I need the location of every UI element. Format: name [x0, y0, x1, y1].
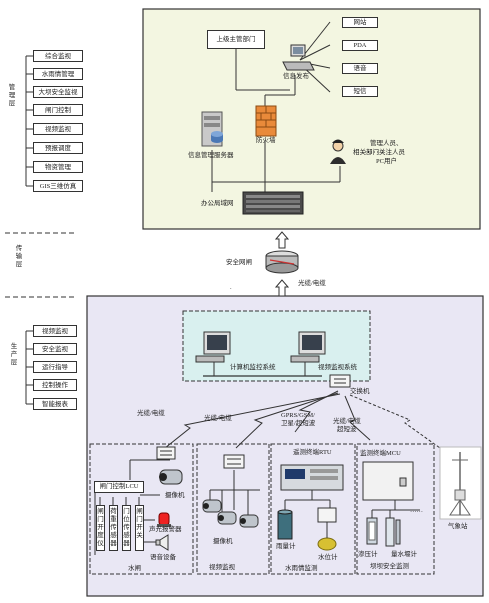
gate-control-box: 闸门控制LCU [94, 481, 144, 493]
layer-transport: 传输层 [15, 245, 23, 268]
water-net-label: 水闸 [128, 565, 141, 572]
publish-pc-icon [282, 44, 315, 71]
gate-unit-2: 门位传感器 [122, 505, 131, 551]
server-icon [201, 111, 223, 147]
rain-gauge-icon [277, 509, 293, 540]
video-area [196, 443, 270, 575]
speaker-icon [155, 534, 169, 551]
prod-func-3: 控制操作 [33, 379, 77, 391]
video-monitor-icon [290, 331, 326, 363]
publish-target-3: 短信 [342, 86, 378, 97]
link-label-3a: GPRS/GSM/ [281, 412, 315, 419]
video-switch-icon [223, 454, 245, 469]
transport-link-label: 光缆/电缆 [298, 280, 326, 287]
weir-gauge-icon [385, 517, 401, 547]
mcu-device-icon [362, 461, 414, 501]
video-area-label: 视频监视 [209, 564, 235, 571]
publish-target-1: PDA [342, 40, 378, 51]
cctv-camera-icon-2 [217, 511, 237, 525]
rtu-device-icon [280, 464, 344, 491]
layer-production: 生产层 [10, 343, 18, 366]
cctv-camera-label: 摄像机 [213, 538, 233, 545]
mgmt-func-5: 预报调度 [33, 142, 83, 154]
water-gate-area [89, 443, 194, 575]
prod-func-1: 安全监视 [33, 343, 77, 355]
weather-label: 气象站 [448, 523, 468, 530]
weather-station-icon [439, 446, 482, 520]
gateway-label: 安全网闸 [226, 259, 252, 266]
publish-target-2: 语音 [342, 63, 378, 74]
computer-monitor-label: 计算机监控系统 [230, 364, 276, 371]
gate-camera-label: 摄像机 [165, 492, 185, 499]
weir-label: 量水堰计 [391, 551, 417, 558]
gate-switch-icon [156, 446, 176, 460]
transport-arrow-up-2 [274, 279, 290, 297]
users-label-3: PC用户 [376, 158, 397, 165]
mgmt-func-7: GIS三维仿真 [33, 180, 83, 192]
transport-dot: . [230, 284, 232, 291]
lan-label: 办公局域网 [201, 200, 234, 207]
speaker-label: 语音设备 [150, 554, 176, 561]
management-area [142, 8, 481, 230]
cctv-camera-icon-3 [239, 514, 259, 528]
switch-label: 交换机 [350, 388, 370, 395]
alarm-label: 声光报警器 [149, 526, 182, 533]
rain-gauge-label: 雨量计 [276, 543, 296, 550]
link-label-4a: 光缆/电缆 [333, 418, 361, 425]
water-level-icon [317, 507, 337, 551]
gate-unit-0: 闸门开度仪 [96, 505, 105, 551]
seepage-gauge-icon [366, 517, 378, 545]
superior-dept-box: 上级主管部门 [207, 30, 265, 49]
info-publish-label: 信息发布 [283, 73, 309, 80]
gate-unit-3: 闸门开关 [135, 505, 144, 551]
users-label-2: 相关部门关注人员 [353, 149, 405, 156]
dam-area [356, 443, 435, 575]
seepage-label: 渗压计 [358, 551, 378, 558]
publish-target-0: 网站 [342, 17, 378, 28]
link-label-3b: 卫星/超短波 [281, 420, 316, 427]
server-label: 信息管理服务器 [188, 152, 234, 159]
alarm-icon [157, 512, 171, 527]
firewall-icon [255, 105, 277, 137]
users-label-1: 管理人员、 [370, 140, 403, 147]
layer-management: 管理层 [8, 84, 16, 107]
mgmt-func-6: 物资管理 [33, 161, 83, 173]
mgmt-func-2: 大坝安全监视 [33, 86, 83, 98]
link-label-4b: 超短波 [337, 426, 357, 433]
prod-func-2: 运行指导 [33, 361, 77, 373]
mgmt-func-1: 水雨情管理 [33, 68, 83, 80]
video-monitor-label: 视频监视系统 [318, 364, 357, 371]
rtu-label: 遥测终端RTU [293, 449, 332, 456]
water-level-label: 水位计 [318, 554, 338, 561]
prod-func-0: 视频监视 [33, 325, 77, 337]
dam-ellipsis: …… [410, 507, 423, 514]
main-switch-icon [329, 374, 351, 388]
gate-unit-1: 荷重传感器 [109, 505, 118, 551]
cctv-camera-icon-1 [202, 499, 222, 513]
mgmt-func-4: 视频监视 [33, 123, 83, 135]
dam-area-label: 坝坝安全监测 [370, 563, 409, 570]
user-person-icon [330, 139, 346, 164]
computer-monitor-icon [195, 331, 231, 363]
mcu-label: 监测终端MCU [360, 450, 401, 457]
link-label-2: 光缆/电缆 [204, 415, 232, 422]
mgmt-func-3: 闸门控制 [33, 104, 83, 116]
hydro-area-label: 水雨情监测 [285, 565, 318, 572]
hydro-area [270, 443, 356, 575]
gate-camera-icon [159, 469, 183, 485]
mgmt-func-0: 综合监视 [33, 50, 83, 62]
lan-switch-icon [242, 191, 304, 215]
gateway-icon [265, 250, 299, 274]
link-label-1: 光缆/电缆 [137, 410, 165, 417]
prod-func-4: 智能报表 [33, 398, 77, 410]
firewall-label: 防火墙 [256, 137, 276, 144]
transport-arrow-up-1 [274, 231, 290, 249]
